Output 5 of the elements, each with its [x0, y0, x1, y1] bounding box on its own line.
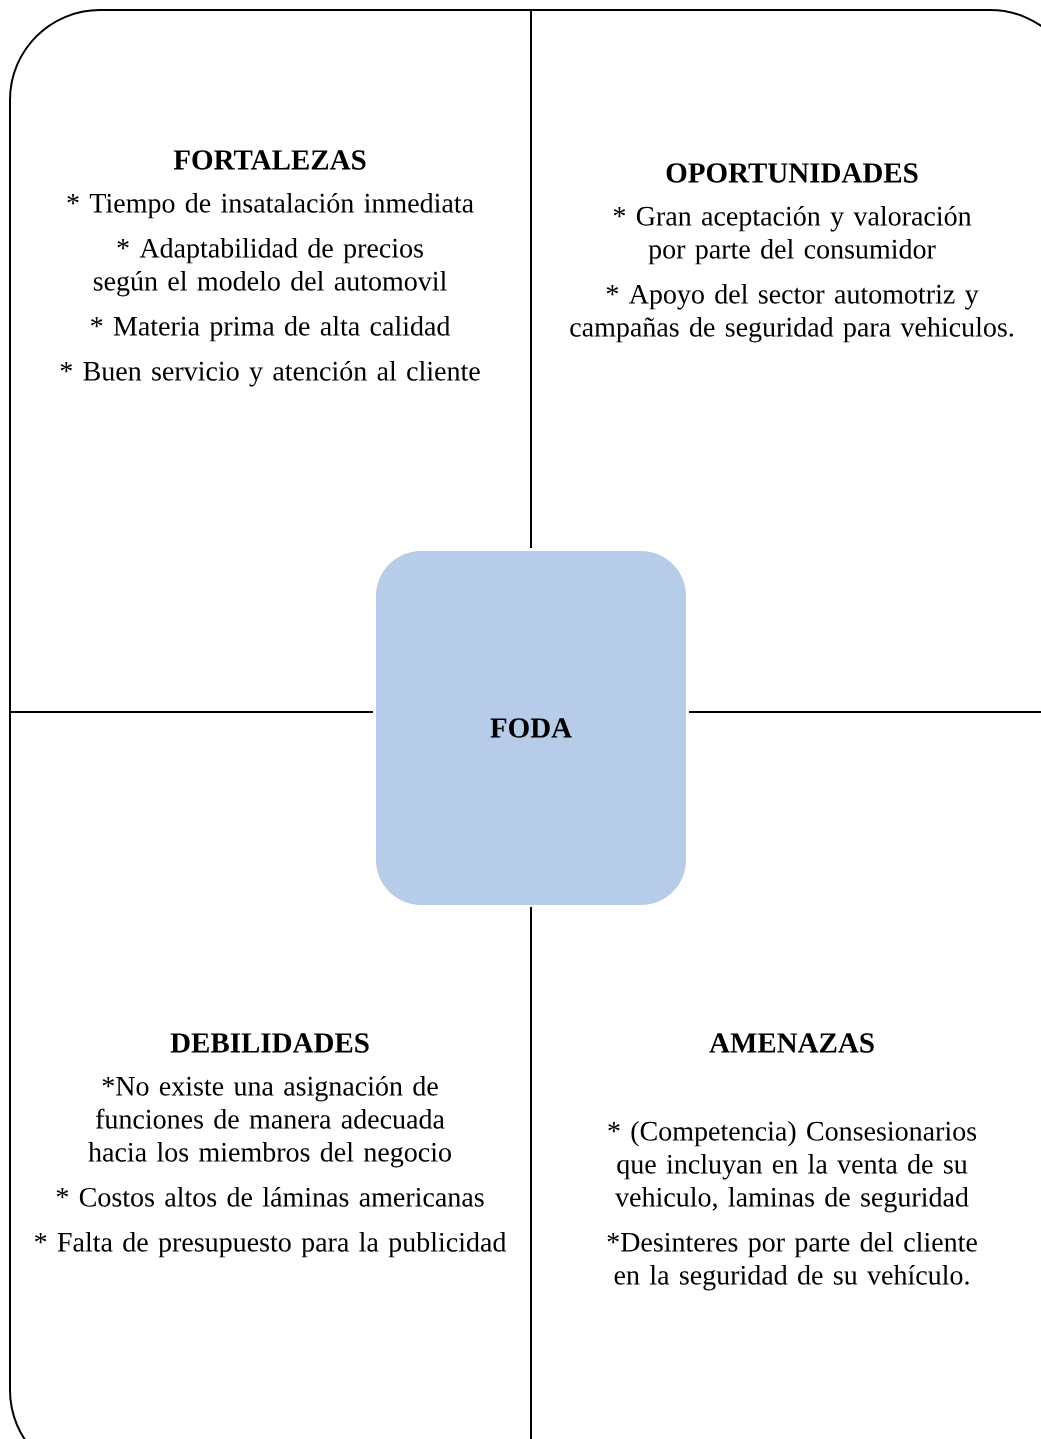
quadrant-text: FORTALEZAS * Tiempo de insatalación inmediata * Adaptabilidad de precios según el modelo del automovil * Materia prima de alta calidad * Buen servicio y atención al cliente	[60, 150, 480, 387]
quadrant-text: DEBILIDADES *No existe una asignación de funciones de manera adecuada hacia los miembros del negocio * Costos altos de láminas americanas * Falta de presupuesto para la publicidad	[35, 1033, 507, 1258]
center-box: FODA	[376, 551, 686, 905]
quadrant-text: AMENAZAS * (Competencia) Consesionarios que incluyan en la venta de su vehiculo, laminas de seguridad *Desinteres por parte del cliente en la seguridad de su vehículo.	[607, 1033, 977, 1291]
quadrant-text: OPORTUNIDADES * Gran aceptación y valoración por parte del consumidor * Apoyo del sector automotriz y campañas de seguridad para vehiculos.	[570, 163, 1013, 343]
